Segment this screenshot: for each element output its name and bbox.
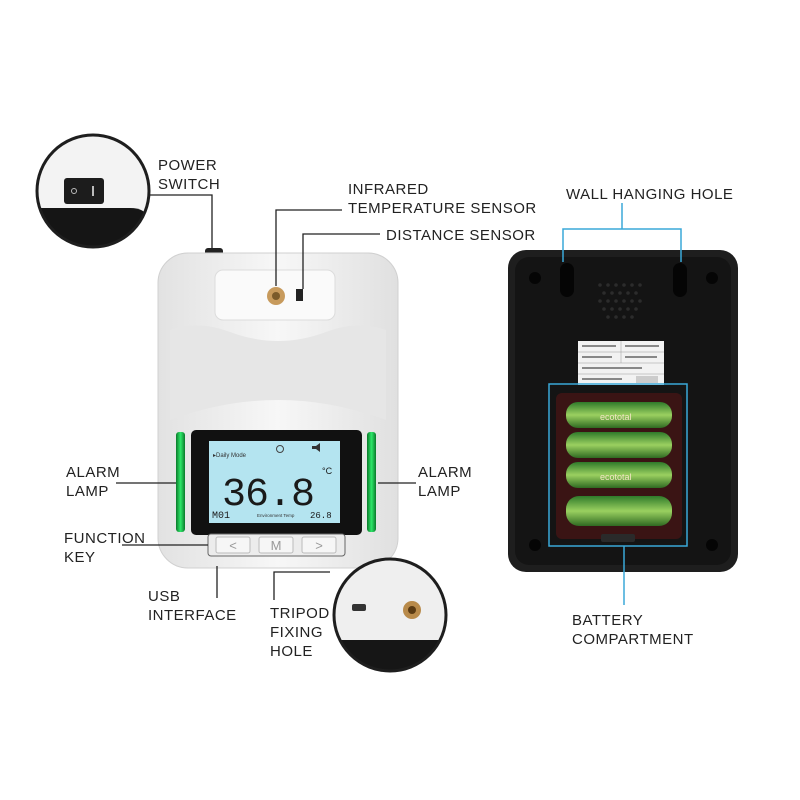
back-panel: ecototal ecototal xyxy=(508,250,738,572)
distance-sensor xyxy=(296,289,303,301)
device-body-contour xyxy=(170,325,386,420)
screw-hole xyxy=(529,272,541,284)
screen-temperature: 36.8 xyxy=(222,473,314,518)
screw-hole xyxy=(706,272,718,284)
label-wall-hanging-hole: WALL HANGING HOLE xyxy=(566,186,734,203)
label-alarm-lamp-right: ALARM LAMP xyxy=(418,464,473,500)
callout-lines xyxy=(116,194,416,600)
power-switch-icon xyxy=(64,178,104,204)
battery-cells: ecototal ecototal xyxy=(566,402,672,526)
battery-brand: ecototal xyxy=(600,472,632,482)
label-distance-sensor: DISTANCE SENSOR xyxy=(386,227,536,244)
alarm-lamp-right xyxy=(367,432,376,532)
power-switch-inset xyxy=(35,133,151,249)
battery-brand: ecototal xyxy=(600,412,632,422)
speaker-grille xyxy=(598,283,642,319)
battery xyxy=(566,432,672,458)
label-infrared-sensor: INFRARED TEMPERATURE SENSOR xyxy=(348,181,537,217)
screen-ambient-value: 26.8 xyxy=(310,511,332,521)
battery xyxy=(566,462,672,488)
label-power-switch: POWER SWITCH xyxy=(158,157,221,193)
lcd-screen xyxy=(209,441,340,523)
alarm-lamp-left xyxy=(176,432,185,532)
screen-ambient-label: Environment Temp xyxy=(257,513,295,518)
key-left[interactable] xyxy=(215,536,251,554)
screen-mode-text: ▸Daily Mode xyxy=(213,453,247,459)
screw-hole xyxy=(529,539,541,551)
screen-unit: °C xyxy=(322,466,333,476)
key-right[interactable] xyxy=(301,536,337,554)
battery-highlight-box xyxy=(548,383,688,547)
label-usb-interface: USB INTERFACE xyxy=(148,588,237,624)
wall-hanging-hole-left xyxy=(560,263,574,297)
label-alarm-lamp-left: ALARM LAMP xyxy=(66,464,121,500)
wall-hanging-hole-right xyxy=(673,263,687,297)
key-left-label: < xyxy=(229,538,237,553)
screen-memory: M01 xyxy=(212,511,230,522)
label-tripod-hole: TRIPOD FIXING HOLE xyxy=(270,605,330,660)
label-function-key: FUNCTION KEY xyxy=(64,530,146,566)
battery xyxy=(566,402,672,428)
smile-icon xyxy=(276,445,284,453)
battery xyxy=(566,496,672,526)
usb-port-icon xyxy=(352,604,366,611)
key-mode-label: M xyxy=(271,538,282,553)
speaker-icon xyxy=(312,443,320,452)
front-device: ▸Daily Mode 36.8 °C M01 Environment Temp… xyxy=(157,248,399,569)
usb-tripod-inset xyxy=(332,557,448,673)
label-battery-compartment: BATTERY COMPARTMENT xyxy=(572,612,694,648)
spec-label xyxy=(578,341,664,385)
screw-hole xyxy=(706,539,718,551)
key-mode[interactable] xyxy=(258,536,294,554)
callout-lines-blue xyxy=(562,203,682,605)
key-right-label: > xyxy=(315,538,323,553)
